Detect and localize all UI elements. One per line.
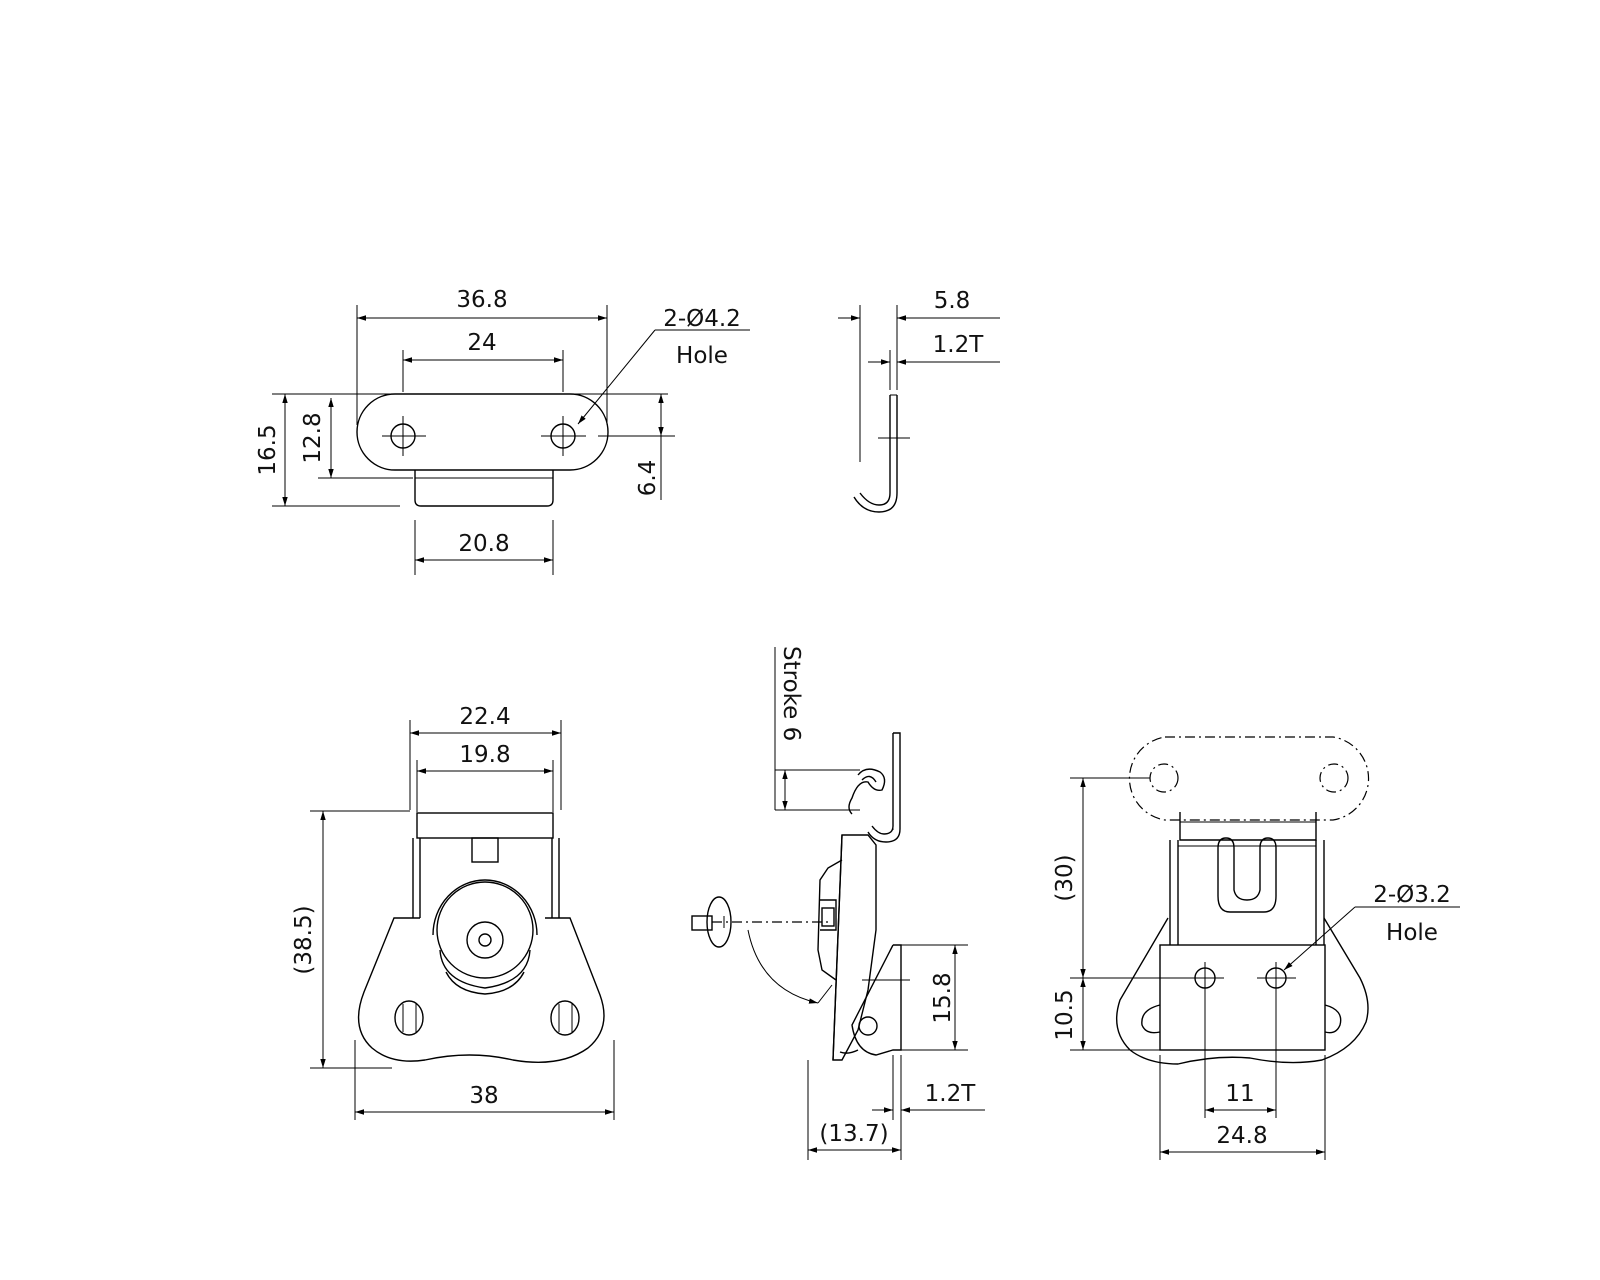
dim-latch-height: (38.5) [291,905,317,974]
strike-top-view: 36.8 24 2-Ø4.2 Hole 16.5 12.8 6.4 20.8 [255,287,750,575]
dim-rear-height: (30) [1052,854,1078,901]
dim-inner-width: 19.8 [459,742,510,768]
latch-top-tab [416,812,554,839]
latch-side-body [832,834,877,1061]
latch-side-bracket [851,944,902,1056]
latch-knob-center [466,921,504,959]
strike-ghost-outline [1128,736,1370,821]
latch-knob-outer [436,881,534,979]
latch-hole-left [394,1000,424,1036]
latch-hole-right [550,1000,580,1036]
hole-callout: 2-Ø4.2 [663,306,741,332]
latch-rear-view: 2-Ø3.2 Hole (30) 10.5 11 24.8 [1052,736,1460,1160]
hole-word: Hole [676,343,728,369]
dim-hole-height: 10.5 [1052,989,1078,1040]
rear-hole-word: Hole [1386,920,1438,946]
dim-body-width: 24.8 [1216,1123,1267,1149]
dim-strike-depth: 5.8 [934,288,971,314]
dim-hole-spacing: 24 [467,330,496,356]
rear-hole-callout: 2-Ø3.2 [1373,882,1451,908]
latch-base-outline [357,917,605,1063]
dim-rear-hole-spacing: 11 [1225,1081,1254,1107]
latch-rear-body [1159,944,1326,1051]
strike-lip [414,470,554,507]
stroke-label: Stroke 6 [778,646,804,741]
dim-overall-width: 36.8 [456,287,507,313]
dim-side-depth: (13.7) [819,1121,888,1147]
dim-plate-height: 12.8 [300,412,326,463]
latch-side-view: Stroke 6 15.8 1.2T (13.7) [691,646,985,1160]
dim-side-thickness: 1.2T [925,1081,977,1107]
dim-bracket-height: 15.8 [930,972,956,1023]
dim-strike-thickness: 1.2T [933,332,985,358]
strike-side-view: 5.8 1.2T [838,288,1000,513]
dim-lip-width: 20.8 [458,531,509,557]
latch-rear-hook [1217,837,1277,913]
dim-overall-height: 16.5 [255,424,281,475]
dim-top-width: 22.4 [459,704,510,730]
strike-plate-outline [356,393,609,471]
dim-base-width: 38 [469,1083,498,1109]
strike-side-profile [853,395,898,513]
latch-front-view: 22.4 19.8 (38.5) 38 [291,704,615,1120]
dim-hole-offset: 6.4 [635,460,661,497]
